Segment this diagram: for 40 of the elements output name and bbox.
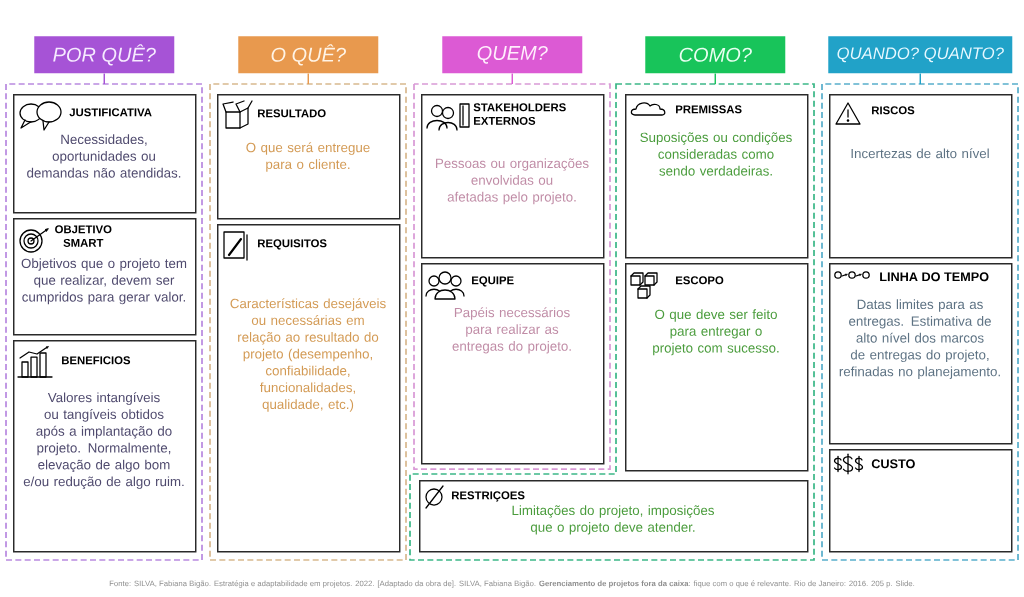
section-heading: EQUIPE [472, 276, 514, 287]
section-heading: JUSTIFICATIVA [69, 108, 152, 117]
description-text: Necessidades, oportunidades ou demandas não atendidas. [27, 134, 181, 178]
connector-line [511, 72, 513, 85]
description-text: Suposições ou condições consideradas como sendo verdadeiras. [640, 132, 792, 176]
description-text: Características desejáveis ou necessárias em relação ao resultado do projeto (desempenho, confiabilidade, funcionalidades, qualidade, etc.) [230, 298, 386, 412]
description-text: Incertezas de alto nível [851, 148, 989, 159]
section-heading: ESCOPO [676, 276, 724, 285]
dashed-frame [413, 83, 611, 470]
description-text: Limitações do projeto, imposições que o projeto deve atender. [512, 505, 714, 535]
section-heading: BENEFICIOS [62, 356, 131, 365]
section-heading: REQUISITOS [258, 239, 327, 250]
section-heading: OBJETIVO SMART [55, 225, 112, 247]
section-heading: RISCOS [872, 106, 915, 115]
section-heading: LINHA DO TEMPO [880, 272, 989, 282]
dashed-frame [5, 83, 203, 561]
heading-tab: COMO? [645, 36, 786, 74]
heading-tab: QUEM? [442, 36, 583, 74]
description-text: O que deve ser feito para entregar o projeto com sucesso. [653, 309, 779, 356]
description-text: O que será entregue para o cliente. [246, 142, 370, 172]
description-text: Valores intangíveis ou tangíveis obtidos após a implantação do projeto. Normalmente, elevação de algo bom e/ou redução de algo ruim. [23, 392, 184, 489]
connector-line [103, 72, 105, 85]
connector-line [714, 72, 716, 85]
section-heading: RESTRIÇOES [452, 491, 525, 502]
description-text: Objetivos que o projeto tem que realizar, devem ser cumpridos para gerar valor. [21, 258, 187, 305]
description-text: Datas limites para as entregas. Estimativa de alto nível dos marcos de entregas do projeto, refinadas no planejamento. [839, 299, 1000, 379]
connector-line [919, 72, 921, 85]
heading-tab: O QUÊ? [238, 36, 379, 74]
description-text: Papéis necessários para realizar as entregas do projeto. [452, 307, 571, 354]
section-heading: PREMISSAS [676, 105, 742, 114]
connector-line [307, 72, 309, 85]
section-heading: RESULTADO [258, 109, 326, 118]
dashed-frame [409, 83, 815, 561]
heading-tab: POR QUÊ? [34, 36, 175, 74]
dashed-frame [209, 83, 407, 561]
section-heading: STAKEHOLDERS EXTERNOS [473, 103, 566, 125]
description-text: Pessoas ou organizações envolvidas ou afetadas pelo projeto. [436, 158, 589, 205]
section-heading: CUSTO [871, 459, 915, 469]
dashed-frame [821, 83, 1019, 561]
heading-tab: QUANDO? QUANTO? [828, 36, 1013, 74]
